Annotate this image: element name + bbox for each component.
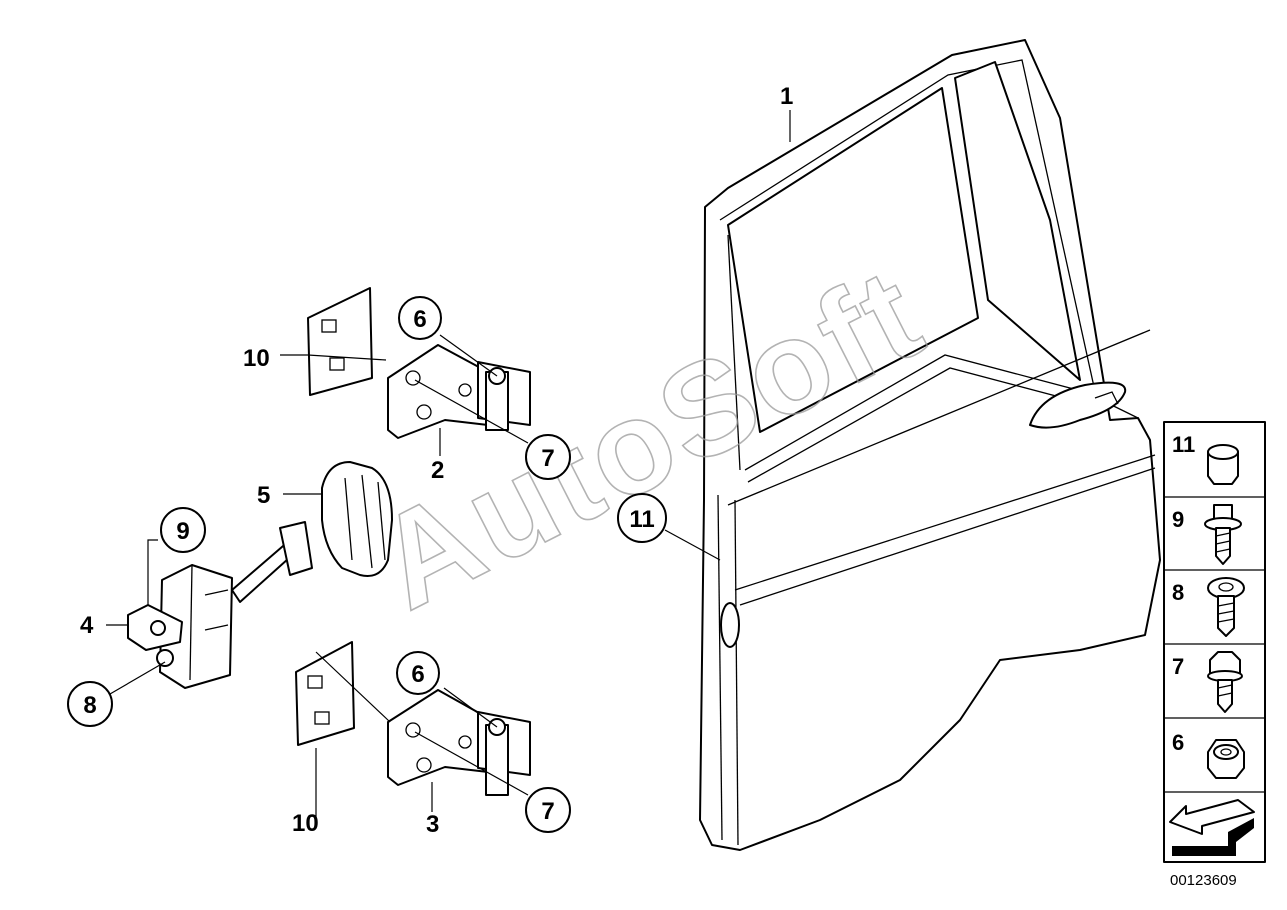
door-check-strap [127, 521, 313, 689]
callout-3: 3 [426, 811, 439, 838]
leader-lines [106, 110, 791, 822]
panel-num-9: 9 [1172, 507, 1184, 532]
panel-num-7: 7 [1172, 654, 1184, 679]
callout-6-upper: 6 [413, 306, 426, 333]
lower-hinge [387, 689, 531, 796]
callout-10-upper: 10 [243, 345, 270, 372]
callout-circle-6-upper [398, 296, 442, 340]
callout-circle-6-lower [396, 651, 440, 695]
arrow-icon [1169, 799, 1255, 856]
callout-1: 1 [780, 83, 793, 110]
upper-hinge [387, 344, 531, 439]
upper-gasket [307, 287, 373, 396]
callouts: 1 2 3 4 5 10 10 6 6 7 7 9 8 11 [67, 83, 793, 838]
callout-10-lower: 10 [292, 810, 319, 837]
callout-11: 11 [629, 506, 654, 533]
callout-circle-7-upper [525, 434, 571, 480]
callout-8: 8 [83, 692, 96, 719]
panel-num-8: 8 [1172, 580, 1184, 605]
panel-num-11: 11 [1172, 432, 1195, 457]
door-grommet [321, 461, 393, 577]
callout-9: 9 [176, 518, 189, 545]
callout-7-lower: 7 [541, 798, 554, 825]
hex-bolt-icon [1207, 651, 1243, 713]
torx-bolt-icon [1204, 504, 1242, 565]
callout-6-lower: 6 [411, 661, 424, 688]
flange-bolt-icon [1207, 577, 1245, 637]
hex-nut-icon [1207, 739, 1245, 779]
callout-7-upper: 7 [541, 445, 554, 472]
callout-4: 4 [80, 612, 94, 639]
callout-circle-8 [67, 681, 113, 727]
callout-circle-7-lower [525, 787, 571, 833]
fastener-panel: 11 9 8 7 6 [1163, 421, 1266, 863]
rear-door [699, 39, 1161, 851]
drawing-number: 00123609 [1170, 872, 1237, 889]
callout-5: 5 [257, 482, 270, 509]
callout-2: 2 [431, 457, 444, 484]
lower-gasket [295, 641, 355, 746]
callout-circle-11 [617, 493, 667, 543]
panel-num-6: 6 [1172, 730, 1184, 755]
cap-nut-icon [1207, 444, 1239, 485]
callout-circle-9 [160, 507, 206, 553]
